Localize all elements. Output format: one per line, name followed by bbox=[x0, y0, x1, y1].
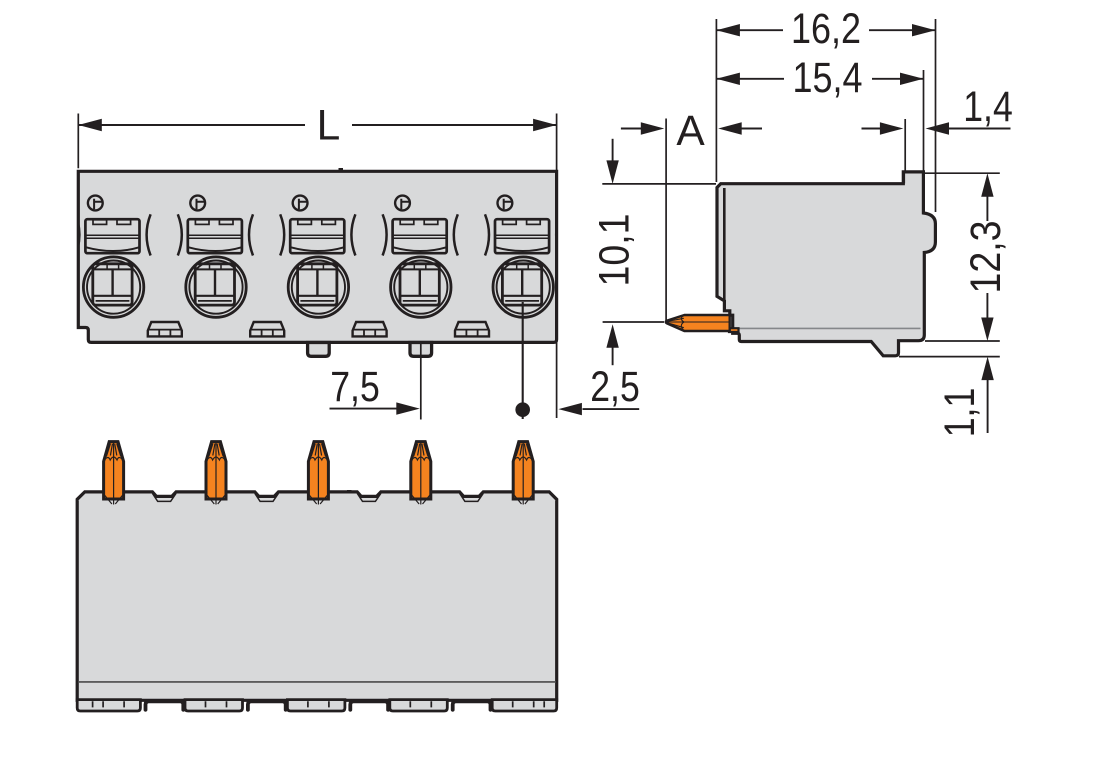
svg-text:15,4: 15,4 bbox=[793, 55, 863, 102]
svg-text:16,2: 16,2 bbox=[791, 6, 861, 53]
svg-text:10,1: 10,1 bbox=[592, 214, 639, 287]
svg-text:2,5: 2,5 bbox=[590, 364, 640, 411]
svg-text:1,4: 1,4 bbox=[963, 84, 1013, 131]
svg-text:L: L bbox=[317, 103, 341, 150]
svg-text:A: A bbox=[676, 108, 705, 155]
svg-text:12,3: 12,3 bbox=[963, 221, 1010, 294]
svg-text:7,5: 7,5 bbox=[330, 364, 380, 411]
svg-text:1,1: 1,1 bbox=[937, 388, 984, 438]
